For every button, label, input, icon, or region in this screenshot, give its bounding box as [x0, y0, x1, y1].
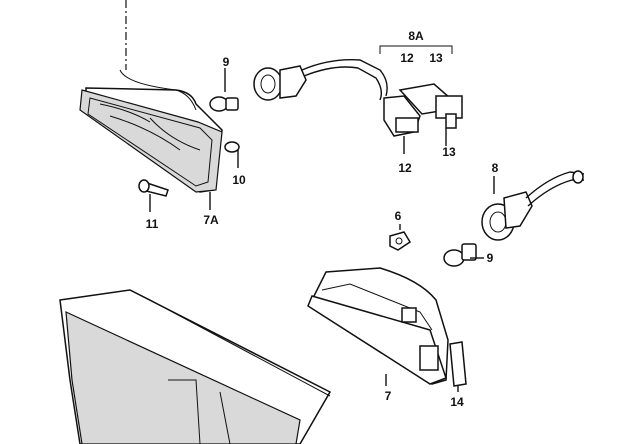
side-marker-lamp-7a	[79, 69, 223, 193]
label-12-lower: 12	[398, 161, 412, 175]
screw-10	[224, 141, 240, 168]
turn-signal-lamp-7	[307, 267, 449, 386]
socket-harness-8	[481, 170, 585, 241]
label-10: 10	[232, 173, 246, 187]
label-11: 11	[146, 217, 159, 231]
label-13-lower: 13	[442, 145, 456, 159]
label-14: 14	[450, 395, 464, 409]
label-12-upper: 12	[400, 51, 414, 65]
bulb-9-lower	[443, 243, 484, 267]
socket-harness-8a	[253, 59, 463, 137]
label-8a: 8A	[408, 29, 424, 43]
label-9-lower: 9	[487, 251, 494, 265]
bumper-panel	[59, 289, 332, 444]
label-bracket	[379, 45, 453, 54]
bulb-9-upper	[209, 68, 239, 112]
label-13-upper: 13	[429, 51, 443, 65]
clip-nut-6	[389, 224, 412, 251]
label-9-upper: 9	[223, 55, 230, 69]
label-7a: 7A	[203, 213, 219, 227]
gasket-14	[449, 341, 467, 392]
label-6: 6	[395, 209, 402, 223]
screw-11	[138, 179, 169, 212]
label-7: 7	[385, 389, 392, 403]
label-8: 8	[492, 161, 499, 175]
